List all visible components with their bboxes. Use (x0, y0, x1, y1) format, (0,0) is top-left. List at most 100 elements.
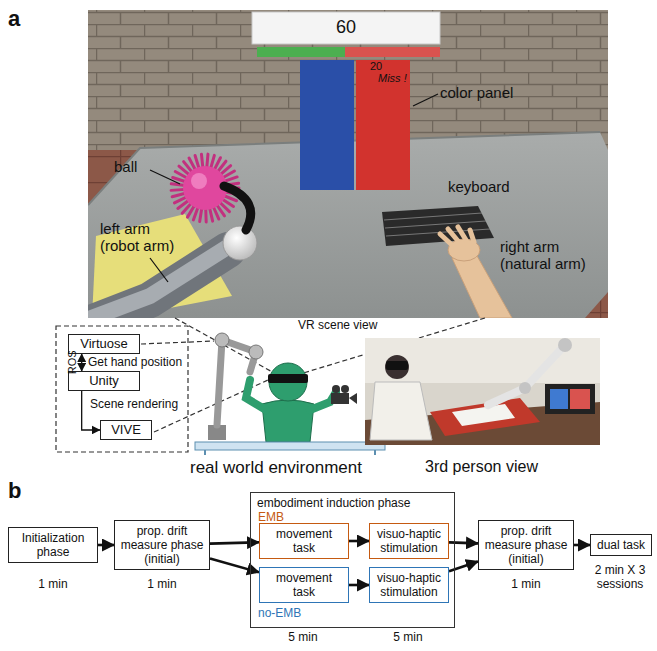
duration: 1 min (478, 578, 574, 592)
participant-figure-part (262, 400, 314, 442)
desk-part (195, 442, 385, 450)
photo (365, 338, 600, 445)
photo-part (550, 389, 568, 409)
view-caption: VR scene view (298, 319, 377, 333)
photo-part (385, 355, 409, 379)
part-label: right arm (natural arm) (500, 238, 604, 273)
flow-arrow (98, 544, 114, 547)
box-text: embodiment induction phase (257, 496, 448, 510)
box-text: visuo-haptic stimulation (374, 571, 444, 599)
participant-figure-part (246, 380, 266, 410)
color-panel (300, 60, 410, 190)
condition-label: EMB (258, 511, 284, 525)
phase-box: Initialization phase (8, 527, 98, 563)
phase-box: prop. drift measure phase (initial) (478, 520, 574, 570)
box-text: prop. drift measure phase (initial) (483, 524, 569, 566)
camera-icon (331, 385, 357, 404)
camera-icon-part (341, 385, 349, 393)
duration: 5 min (368, 631, 448, 645)
part-label: keyboard (448, 178, 510, 195)
participant-figure (246, 363, 336, 442)
flow-arrow (210, 559, 259, 573)
photo-part (545, 384, 595, 414)
desk-part (205, 450, 375, 455)
score-panel (252, 12, 440, 57)
camera-icon-part (331, 393, 349, 404)
view-cone-part (175, 318, 276, 374)
box-text: Unity (72, 373, 136, 388)
robot-handle (223, 186, 257, 260)
flow-arrow (574, 544, 590, 547)
vr-scene (88, 10, 608, 318)
part-label: color panel (440, 84, 513, 101)
link-note: Scene rendering (90, 398, 178, 412)
system-group (56, 326, 188, 452)
leader-line-part (150, 258, 168, 282)
system-group-part (56, 326, 188, 452)
box-text: movement task (264, 571, 344, 599)
panel-letter: b (8, 478, 21, 503)
leader-line-part (413, 94, 438, 106)
link-note: Get hand position (88, 356, 182, 370)
box-text: Virtuose (72, 336, 136, 351)
duration: 2 min X 3 sessions (586, 564, 654, 592)
spiky-ball-part (191, 173, 207, 189)
leader-line (150, 94, 438, 282)
score-panel-part (345, 47, 440, 57)
box-text: movement task (264, 527, 344, 555)
score-panel-part (252, 12, 440, 44)
photo-part (452, 404, 515, 426)
participant-figure-part (269, 363, 307, 401)
keyboard-model-part (382, 206, 494, 246)
flow-arrow (349, 584, 369, 587)
flow-arrow (449, 561, 478, 571)
view-caption: real world environment (190, 458, 362, 478)
duration: 5 min (258, 631, 348, 645)
system-box: Virtuose (68, 334, 140, 353)
phase-box: prop. drift measure phase (initial) (114, 520, 210, 570)
robot-handle-part (224, 186, 251, 230)
color-panel-part (300, 60, 354, 190)
score-panel-part (257, 47, 345, 57)
keyboard-model-part (384, 213, 490, 236)
miss-indicator: Miss ! (378, 72, 407, 85)
edge-label: ROS (66, 350, 79, 374)
system-box: Unity (68, 371, 140, 390)
panel-letter: a (8, 6, 20, 31)
view-caption: 3rd person view (425, 458, 538, 476)
flow-arrow (449, 541, 478, 545)
score-value: 60 (252, 17, 440, 38)
keyboard-model (382, 206, 494, 246)
robot-device (208, 333, 263, 440)
flow-arrow (349, 540, 369, 543)
camera-icon-part (332, 385, 340, 393)
system-box: VIVE (100, 420, 152, 439)
flow-arrow (210, 542, 259, 543)
box-text: prop. drift measure phase (initial) (119, 524, 205, 566)
color-panel-part (356, 60, 410, 190)
device-link-part (141, 341, 214, 344)
photo-part (370, 382, 432, 440)
camera-icon-part (349, 393, 357, 404)
leader-line-part (150, 170, 180, 184)
photo-part (365, 338, 600, 383)
phase-box: dual task (590, 534, 652, 556)
flow-arrow (81, 354, 82, 372)
photo-part (570, 389, 590, 409)
photo-part (386, 361, 408, 370)
part-label: left arm (robot arm) (100, 220, 184, 255)
box-text: VIVE (104, 422, 148, 437)
duration: 1 min (114, 578, 210, 592)
task-box: movement task (259, 523, 349, 559)
photo-part (558, 338, 572, 352)
task-box: movement task (259, 567, 349, 603)
robot-arm (88, 248, 228, 318)
device-link (141, 341, 268, 432)
score-number: 20 (370, 60, 382, 73)
part-label: ball (114, 158, 137, 175)
robot-arm-part (88, 248, 226, 318)
box-text: dual task (595, 538, 647, 552)
task-box: visuo-haptic stimulation (369, 567, 449, 603)
robot-device-part (249, 345, 263, 359)
